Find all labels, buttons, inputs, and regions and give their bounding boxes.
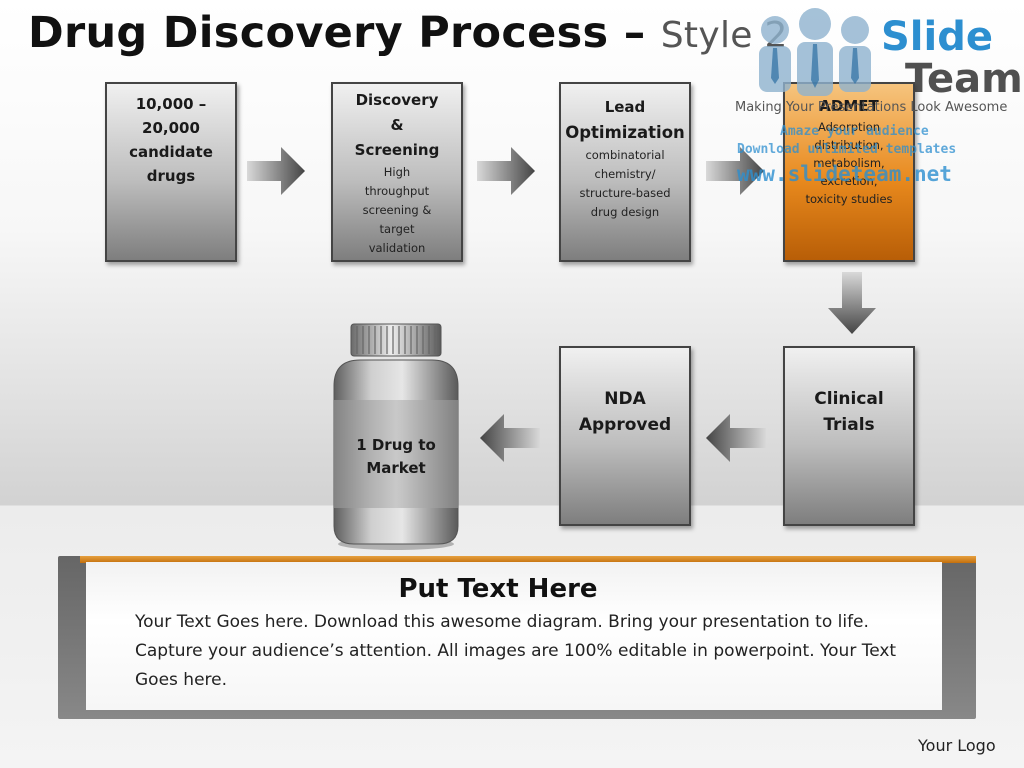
bottle-label-line-1: 1 Drug to xyxy=(356,436,436,454)
slide-title: Drug Discovery Process – Style 2 xyxy=(28,8,788,58)
arrow-right-icon xyxy=(706,147,764,195)
step-3-sub-3: structure-based xyxy=(579,186,671,200)
arrow-down-icon xyxy=(828,272,876,334)
step-5-head-1: NDA xyxy=(604,389,646,409)
title-main: Drug Discovery Process – xyxy=(28,8,646,58)
step-4-sub-2: distribution, xyxy=(814,138,884,152)
step-2-sub-2: throughput xyxy=(364,184,430,198)
bottle-label-line-2: Market xyxy=(366,459,426,477)
step-clinical-trials: Clinical Trials xyxy=(783,346,915,526)
step-3-sub-2: chemistry/ xyxy=(594,167,656,181)
watermark-line-1: Amaze your audience xyxy=(780,124,929,139)
step-3-sub-4: drug design xyxy=(590,205,660,219)
step-2-sub-3: screening & xyxy=(362,203,432,217)
step-6-head-1: Clinical xyxy=(814,389,884,409)
step-admet: ADMET Adsorption distribution, metabolis… xyxy=(783,82,915,262)
text-panel xyxy=(86,562,942,710)
step-4-sub-1: Adsorption xyxy=(817,120,881,134)
step-lead-optimization: Lead Optimization combinatorial chemistr… xyxy=(559,82,691,262)
step-4-sub-5: toxicity studies xyxy=(805,192,893,206)
step-5-head-2: Approved xyxy=(578,415,672,435)
step-2-head-2: & xyxy=(390,116,404,134)
arrow-left-icon xyxy=(480,414,540,462)
text-panel-accent-bar xyxy=(80,556,976,563)
panel-body-text: Your Text Goes here. Download this aweso… xyxy=(135,612,897,690)
step-1-line-2: 20,000 xyxy=(142,119,200,137)
arrow-left-icon xyxy=(706,414,766,462)
logo-placeholder: Your Logo xyxy=(918,736,996,755)
step-nda-approved: NDA Approved xyxy=(559,346,691,526)
watermark-url: www.slideteam.net xyxy=(737,162,952,186)
panel-title: Put Text Here xyxy=(398,574,598,604)
slideteam-watermark: Slide Team Making Your Presentations Loo… xyxy=(735,8,1024,198)
watermark-brand-team: Team xyxy=(905,56,1023,102)
pill-bottle-icon xyxy=(333,323,459,550)
step-candidate-drugs: 10,000 – 20,000 candidate drugs xyxy=(105,82,237,262)
step-3-head-1: Lead xyxy=(604,98,646,116)
arrow-right-icon xyxy=(247,147,305,195)
step-4-sub-3: metabolism, xyxy=(813,156,885,170)
step-1-line-3: candidate xyxy=(129,143,213,161)
step-4-head: ADMET xyxy=(819,97,879,115)
watermark-tagline: Making Your Presentations Look Awesome xyxy=(735,100,1008,115)
step-6-head-2: Trials xyxy=(823,415,875,435)
step-2-sub-1: High xyxy=(383,165,411,179)
watermark-line-2: Download unlimited templates xyxy=(737,142,957,157)
step-1-line-4: drugs xyxy=(146,167,196,185)
step-2-sub-4: target xyxy=(379,222,415,236)
step-4-sub-4: excretion, xyxy=(820,174,878,188)
people-logo-icon xyxy=(759,8,871,96)
watermark-brand-slide: Slide xyxy=(881,14,993,60)
bottle-label: 1 Drug to Market xyxy=(330,434,462,480)
step-2-sub-5: validation xyxy=(368,241,426,255)
arrow-right-icon xyxy=(477,147,535,195)
step-1-line-1: 10,000 – xyxy=(135,95,207,113)
step-2-head-3: Screening xyxy=(354,141,440,159)
step-2-head-1: Discovery xyxy=(355,91,439,109)
step-3-head-2: Optimization xyxy=(565,123,685,142)
step-3-sub-1: combinatorial xyxy=(585,148,665,162)
step-discovery-screening: Discovery & Screening High throughput sc… xyxy=(331,82,463,262)
